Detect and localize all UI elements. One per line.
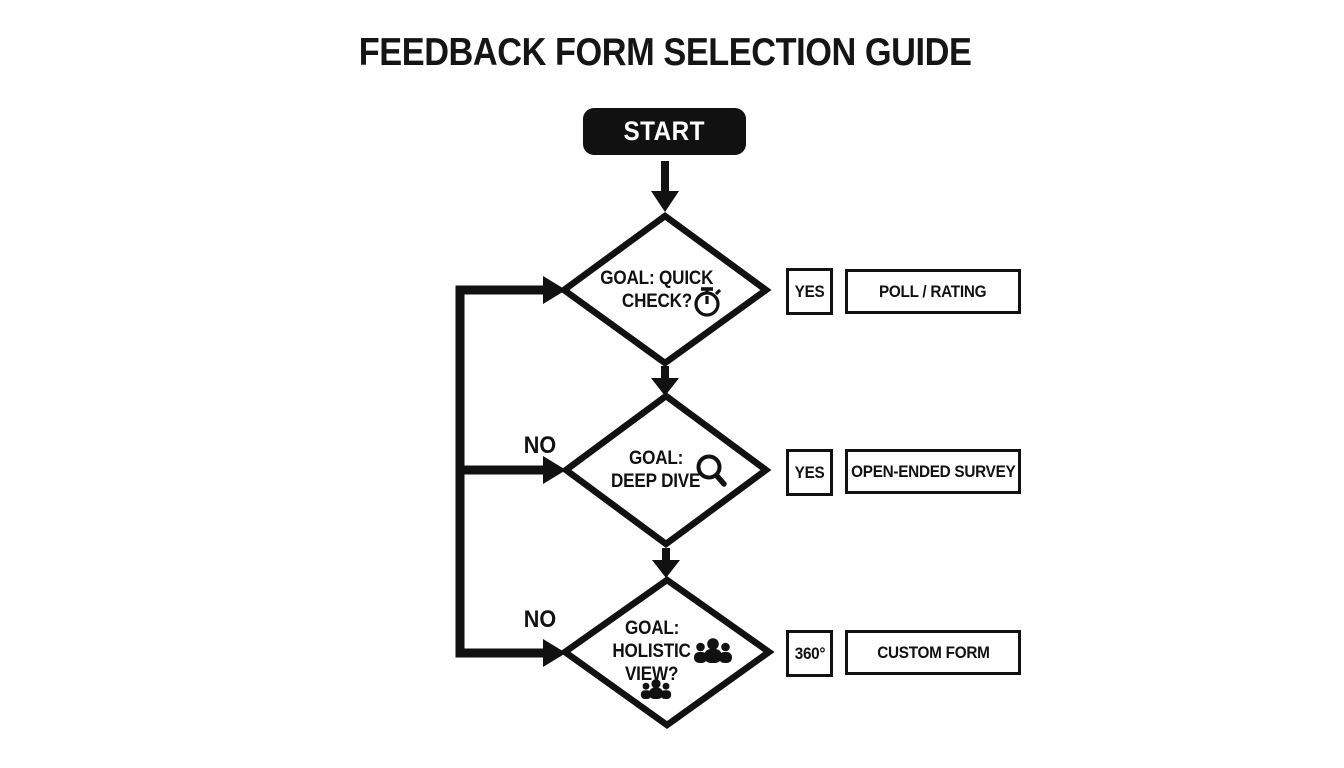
- result-box-custom-form: CUSTOM FORM: [845, 630, 1021, 675]
- answer-box-yes-2: YES: [786, 449, 833, 496]
- start-node: START: [583, 108, 746, 155]
- result-box-poll-rating: POLL / RATING: [845, 269, 1021, 314]
- result-label: CUSTOM FORM: [876, 642, 990, 662]
- decision-label-holistic-view: GOAL: HOLISTIC VIEW?: [552, 617, 752, 686]
- decision-label-quick-check: GOAL: QUICK CHECK?: [557, 267, 757, 313]
- arrowhead-into-q3: [543, 639, 566, 667]
- result-label: POLL / RATING: [879, 281, 987, 301]
- result-box-open-ended-survey: OPEN-ENDED SURVEY: [845, 449, 1021, 494]
- decision-line: GOAL:: [628, 448, 684, 469]
- decision-line: GOAL: QUICK: [600, 268, 714, 289]
- decision-diamond-deep-dive: [560, 391, 772, 549]
- stopwatch-icon: [694, 287, 722, 317]
- no-label-q3: NO: [500, 606, 580, 634]
- decision-line: GOAL:: [624, 618, 680, 639]
- arrowhead-into-q2: [543, 456, 566, 484]
- no-label-q2: NO: [500, 432, 580, 460]
- decision-line: VIEW?: [625, 664, 679, 685]
- decision-line: DEEP DIVE: [611, 471, 701, 492]
- magnifying-glass-icon: [696, 454, 727, 487]
- no-label-text: NO: [523, 606, 557, 633]
- decision-diamond-holistic-view: [559, 576, 775, 729]
- answer-label: YES: [794, 462, 825, 482]
- result-label: OPEN-ENDED SURVEY: [850, 461, 1016, 481]
- arrowhead-q1-to-q2: [651, 378, 679, 396]
- arrowhead-q2-to-q3: [652, 560, 680, 578]
- decision-line: HOLISTIC: [612, 641, 692, 662]
- answer-label: YES: [794, 281, 825, 301]
- start-node-label: START: [623, 116, 706, 146]
- page-title: FEEDBACK FORM SELECTION GUIDE: [0, 31, 1330, 75]
- answer-box-360: 360°: [786, 630, 833, 677]
- decision-label-deep-dive: GOAL: DEEP DIVE: [556, 447, 756, 493]
- answer-box-yes-1: YES: [786, 268, 833, 315]
- no-label-text: NO: [523, 432, 557, 459]
- answer-label: 360°: [794, 643, 825, 663]
- page-title-text: FEEDBACK FORM SELECTION GUIDE: [358, 31, 972, 74]
- arrowhead-start-to-q1: [651, 191, 679, 212]
- decision-diamond-quick-check: [558, 211, 772, 368]
- decision-line: CHECK?: [621, 291, 693, 312]
- arrowhead-into-q1: [543, 276, 566, 304]
